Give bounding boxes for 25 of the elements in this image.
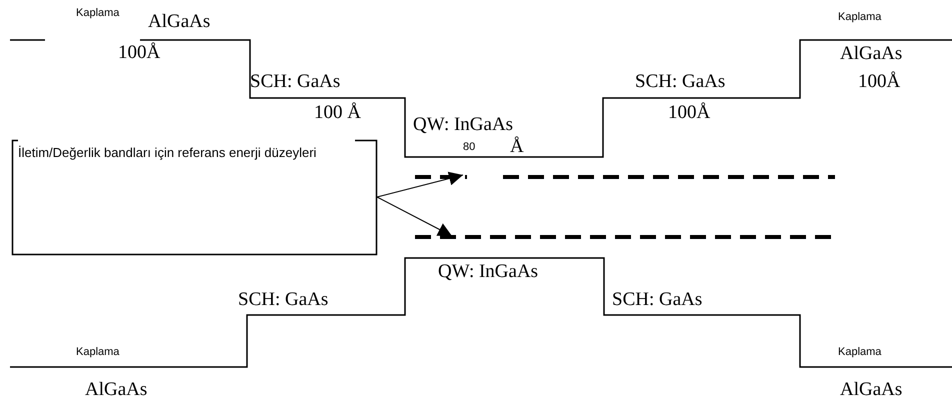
layer-label: SCH: GaAs <box>250 72 340 91</box>
arrow <box>376 172 464 198</box>
material-label: AlGaAs <box>148 12 210 31</box>
cladding-label: Kaplama <box>76 8 120 19</box>
callout-text: İletim/Değerlik bandları için referans enerji düzeyleri <box>18 144 318 162</box>
thickness-label: 100Å <box>668 103 710 122</box>
thickness-label: 100Å <box>118 43 160 62</box>
thickness-label: 80 <box>463 142 476 153</box>
layer-label: QW: InGaAs <box>438 262 538 281</box>
layer-label: SCH: GaAs <box>612 290 702 309</box>
material-label: AlGaAs <box>840 380 902 399</box>
unit-label: Å <box>510 137 524 156</box>
layer-label: SCH: GaAs <box>238 290 328 309</box>
callout-box <box>12 140 377 255</box>
cladding-label: Kaplama <box>76 347 120 358</box>
material-label: AlGaAs <box>85 380 148 399</box>
cladding-label: Kaplama <box>838 12 882 23</box>
layer-label: QW: InGaAs <box>413 115 514 134</box>
cladding-label: Kaplama <box>838 347 882 358</box>
thickness-label: 100 Å <box>314 103 361 122</box>
layer-label: SCH: GaAs <box>635 72 726 91</box>
reference-level-line <box>415 173 835 181</box>
arrow <box>376 196 452 236</box>
thickness-label: 100Å <box>858 72 900 91</box>
material-label: AlGaAs <box>840 44 902 63</box>
